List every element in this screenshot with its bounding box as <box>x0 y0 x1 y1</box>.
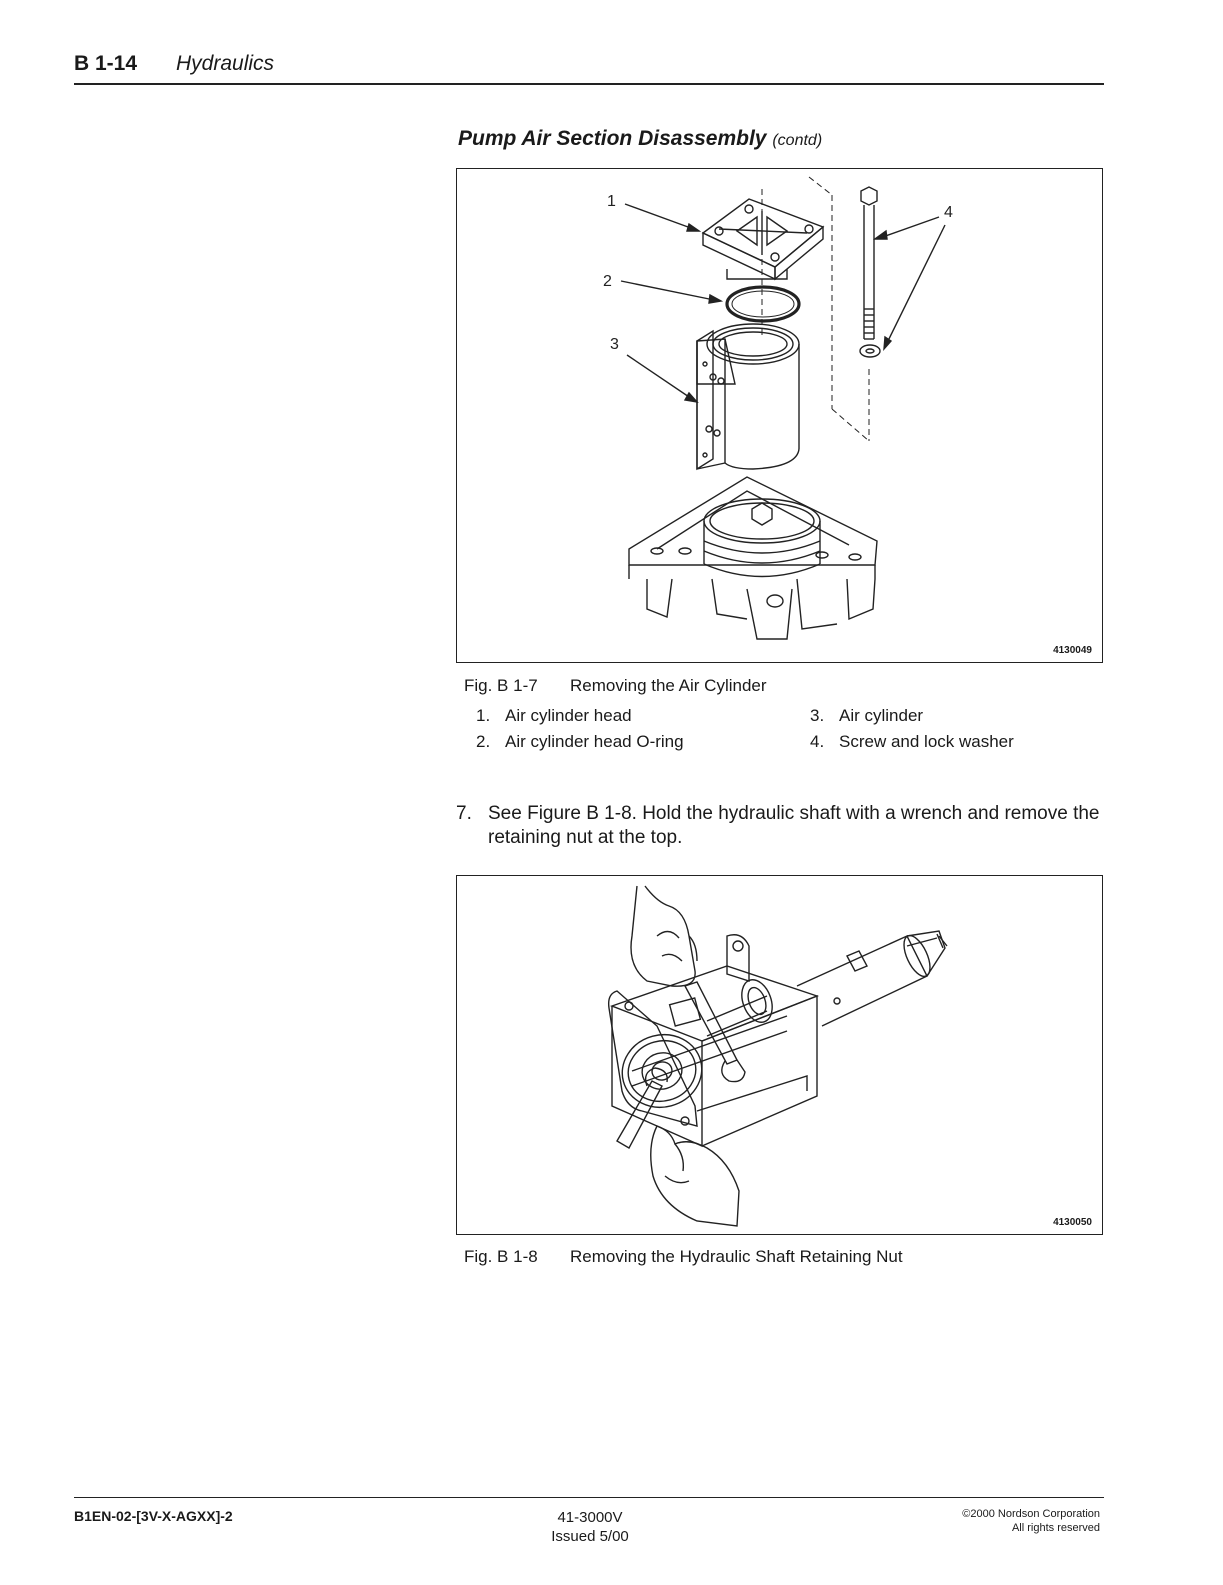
legend-item: 1. Air cylinder head <box>476 703 684 729</box>
figure-caption: Fig. B 1-8 Removing the Hydraulic Shaft R… <box>464 1247 903 1267</box>
pump-frame <box>609 934 820 1148</box>
leader-lines <box>620 203 946 404</box>
legend-item: 4. Screw and lock washer <box>810 729 1014 755</box>
step-text: See Figure B 1-8. Hold the hydraulic sha… <box>488 803 1100 848</box>
figure-caption: Fig. B 1-7 Removing the Air Cylinder <box>464 676 767 696</box>
air-cylinder-body <box>696 323 800 471</box>
section-title-suffix: (contd) <box>772 132 823 149</box>
header-chapter-title: Hydraulics <box>176 52 275 75</box>
air-cylinder-head <box>701 198 825 281</box>
callout-3: 3 <box>610 336 619 353</box>
figure-id-code: 4130049 <box>1053 645 1092 656</box>
footer-part-number: 41-3000V <box>557 1509 623 1526</box>
footer-rule <box>74 1497 1104 1499</box>
pump-base <box>628 476 878 640</box>
figure-air-cylinder: 1 2 3 4 <box>456 168 1103 663</box>
pulley-end-plate <box>607 990 703 1127</box>
figure-id-code: 4130050 <box>1053 1217 1092 1228</box>
callout-1: 1 <box>607 193 616 210</box>
wrenches <box>616 981 746 1149</box>
footer-issued-date: Issued 5/00 <box>551 1528 629 1545</box>
figure-legend-right: 3. Air cylinder 4. Screw and lock washer <box>810 703 1014 755</box>
figure-legend-left: 1. Air cylinder head 2. Air cylinder head … <box>476 703 684 755</box>
legend-item-text: Air cylinder head <box>505 706 632 725</box>
procedure-step-7: 7. See Figure B 1-8. Hold the hydraulic … <box>456 802 1106 850</box>
header-section-number: B 1-14 <box>74 52 138 75</box>
footer-document-code: B1EN-02-[3V-X-AGXX]-2 <box>74 1508 233 1524</box>
figure-hydraulic-shaft-nut: 4130050 <box>456 875 1103 1235</box>
legend-item: 2. Air cylinder head O-ring <box>476 729 684 755</box>
hydraulic-tube <box>796 930 948 1027</box>
lower-hand <box>650 1125 740 1227</box>
callout-2: 2 <box>603 273 612 290</box>
figure-caption-number: Fig. B 1-7 <box>464 676 538 695</box>
assembly-dashed-lines <box>761 176 870 442</box>
header-rule <box>74 83 1104 85</box>
footer-copyright-line: ©2000 Nordson Corporation <box>962 1508 1100 1520</box>
hydraulic-shaft-illustration <box>607 885 948 1227</box>
section-title: Pump Air Section Disassembly (contd) <box>458 127 822 151</box>
legend-item-text: Air cylinder <box>839 706 924 725</box>
legend-item-text: Air cylinder head O-ring <box>505 732 684 751</box>
footer-rights-line: All rights reserved <box>1011 1522 1100 1534</box>
section-title-main: Pump Air Section Disassembly <box>458 127 767 150</box>
footer-copyright: ©2000 Nordson Corporation All rights res… <box>962 1507 1100 1535</box>
figure-caption-text: Removing the Air Cylinder <box>570 676 767 695</box>
figure-caption-number: Fig. B 1-8 <box>464 1247 538 1266</box>
air-cylinder-illustration: 1 2 3 4 <box>603 176 953 640</box>
footer-part-info: 41-3000V Issued 5/00 <box>540 1508 640 1546</box>
callout-4: 4 <box>944 204 953 221</box>
legend-item-text: Screw and lock washer <box>839 732 1014 751</box>
legend-item-number: 3. <box>810 706 825 725</box>
legend-item-number: 2. <box>476 732 491 751</box>
screw-and-lock-washer <box>859 186 881 358</box>
upper-hand <box>630 885 698 987</box>
step-number: 7. <box>456 803 472 824</box>
o-ring <box>725 285 801 323</box>
figure-caption-text: Removing the Hydraulic Shaft Retaining N… <box>570 1247 903 1266</box>
legend-item: 3. Air cylinder <box>810 703 1014 729</box>
legend-item-number: 1. <box>476 706 491 725</box>
legend-item-number: 4. <box>810 732 825 751</box>
